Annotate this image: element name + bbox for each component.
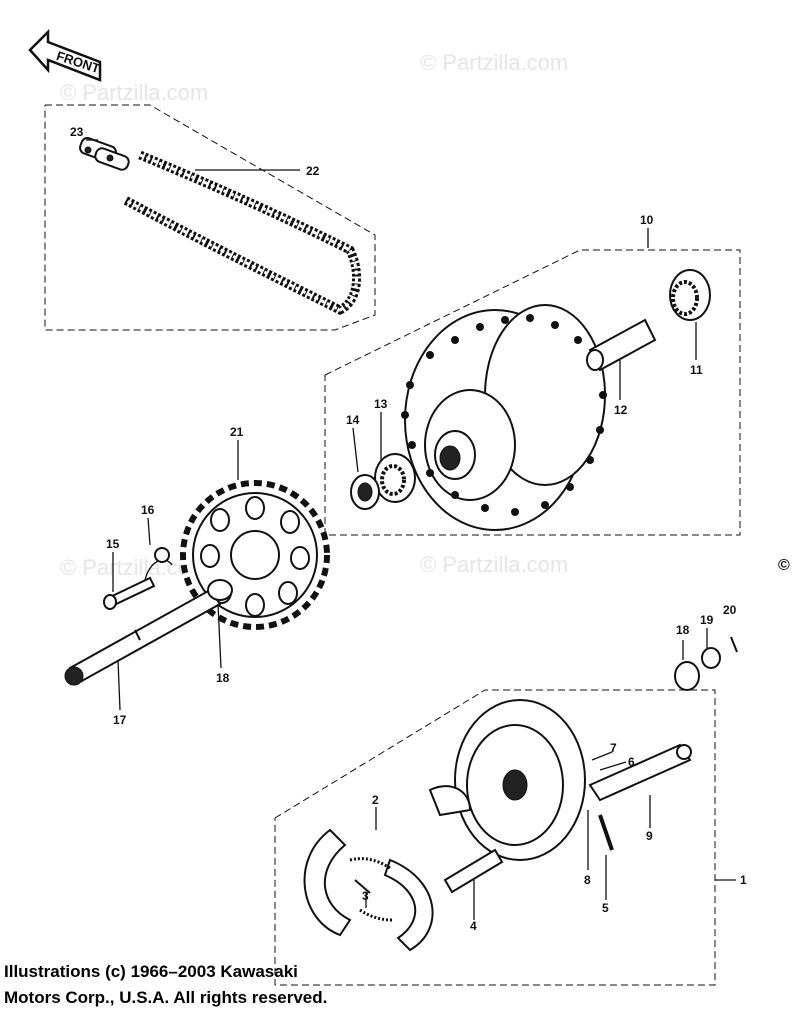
watermark: © Partzilla.com — [420, 552, 568, 577]
callout-17: 17 — [113, 713, 127, 727]
callout-21: 21 — [230, 425, 244, 439]
callout-labels: 1 2 3 4 5 6 7 8 9 10 11 12 13 14 15 16 1… — [70, 125, 747, 933]
callout-22: 22 — [306, 164, 320, 178]
hub-group-frame — [324, 249, 741, 536]
leader-lines — [86, 139, 736, 920]
axle-nut — [701, 647, 721, 669]
wheel-bearing-right — [669, 269, 711, 321]
callout-2: 2 — [372, 793, 379, 807]
callout-9: 9 — [646, 829, 653, 843]
front-arrow-icon: FRONT — [28, 28, 102, 82]
watermark: © Partzilla.com — [420, 50, 568, 75]
callout-10: 10 — [640, 213, 654, 227]
lock-plate — [144, 547, 173, 581]
brake-group-frame — [274, 689, 716, 986]
rear-wheel-hub — [401, 304, 607, 531]
callout-6: 6 — [628, 755, 635, 769]
hub-spacer — [586, 318, 657, 372]
callout-18-axle-collar: 18 — [216, 671, 230, 685]
oil-seal — [350, 474, 380, 510]
callout-7: 7 — [610, 741, 617, 755]
callout-3: 3 — [362, 889, 369, 903]
callout-18-sleeve: 18 — [676, 623, 690, 637]
copyright-symbol: © — [778, 557, 790, 574]
copyright-line-2: Motors Corp., U.S.A. All rights reserved… — [4, 988, 328, 1007]
sleeve-collar — [674, 661, 700, 691]
brake-spring — [354, 879, 371, 894]
callout-1: 1 — [740, 873, 747, 887]
axle-collar — [207, 579, 233, 601]
callout-12: 12 — [614, 403, 628, 417]
brake-cam-shaft — [443, 848, 504, 894]
wheel-bearing-left — [374, 453, 416, 503]
callout-15: 15 — [106, 537, 120, 551]
callout-11: 11 — [690, 363, 703, 377]
callout-5: 5 — [602, 901, 609, 915]
cotter-pin — [730, 636, 738, 653]
axle-bolt — [103, 576, 156, 610]
brake-shoes — [303, 828, 434, 952]
drive-chain — [122, 150, 362, 316]
lever-bolt — [598, 814, 614, 851]
callout-4: 4 — [470, 919, 477, 933]
callout-16: 16 — [141, 503, 155, 517]
callout-13: 13 — [374, 397, 388, 411]
master-link — [79, 137, 130, 171]
copyright-line-1: Illustrations (c) 1966–2003 Kawasaki — [4, 962, 298, 981]
callout-23: 23 — [70, 125, 84, 139]
chain-group-frame — [44, 104, 376, 331]
callout-14: 14 — [346, 413, 360, 427]
rear-axle — [64, 588, 222, 686]
callout-20: 20 — [723, 603, 737, 617]
callout-8: 8 — [584, 873, 591, 887]
callout-19: 19 — [700, 613, 714, 627]
watermark: © Partzilla.com — [60, 80, 208, 105]
brake-cam-lever — [588, 743, 692, 802]
brake-panel — [428, 699, 586, 861]
